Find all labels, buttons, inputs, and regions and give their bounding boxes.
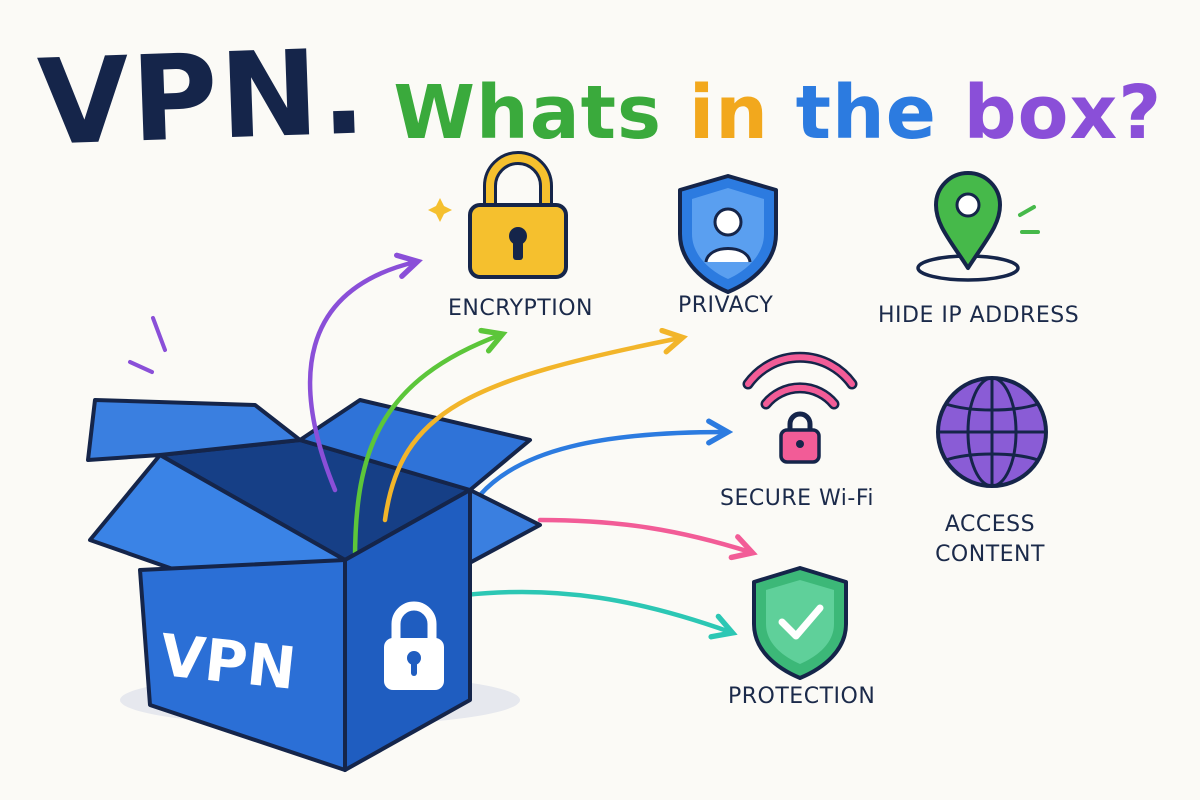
box-vpn-label: VPN <box>156 621 300 703</box>
arrow-encryption <box>307 252 423 493</box>
label-access-content-text: ACCESS CONTENT <box>935 512 1045 567</box>
arrow-hide-ip <box>382 327 688 523</box>
label-encryption: ENCRYPTION <box>448 296 594 321</box>
headline-word-4: box? <box>963 70 1163 156</box>
label-hide-ip-address: HIDE IP ADDRESS <box>878 303 1080 328</box>
box-side <box>343 488 472 772</box>
label-privacy: PRIVACY <box>678 293 774 318</box>
headline: VPN. Whats in the box? <box>36 22 1162 171</box>
feature-arrows <box>307 252 758 640</box>
shield-check-icon <box>752 566 848 680</box>
box-padlock-icon <box>384 601 444 690</box>
globe-icon <box>936 376 1048 488</box>
arrow-access-content <box>537 517 758 561</box>
box-flap-back <box>298 398 532 492</box>
headline-word-1: Whats <box>393 70 663 156</box>
label-secure-wifi: SECURE Wi-Fi <box>720 486 874 511</box>
headline-word-3: the <box>795 70 937 156</box>
headline-question: Whats in the box? <box>393 70 1162 156</box>
arrow-protection <box>462 589 738 640</box>
arrow-privacy <box>352 327 508 563</box>
wifi-lock-icon <box>742 351 858 464</box>
headline-word-2: in <box>688 70 769 156</box>
label-protection: PROTECTION <box>728 684 876 709</box>
shield-user-icon <box>678 174 778 294</box>
label-access-content: ACCESS CONTENT <box>930 510 1050 570</box>
sparkle-lines <box>128 316 167 374</box>
arrow-secure-wifi <box>477 418 734 498</box>
box-flap-left <box>86 398 302 462</box>
location-pin-icon <box>916 171 1040 282</box>
padlock-icon <box>428 151 568 279</box>
